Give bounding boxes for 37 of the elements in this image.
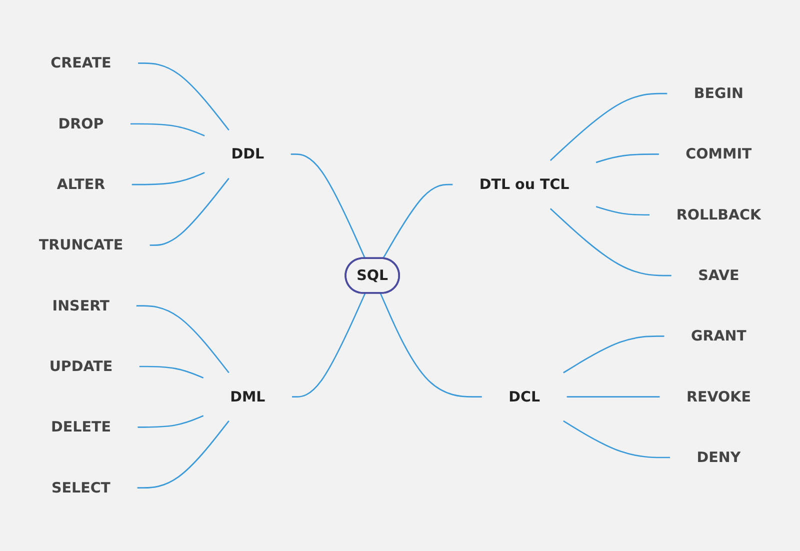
connector bbox=[290, 154, 366, 259]
node-text: ALTER bbox=[56, 176, 106, 193]
connector bbox=[596, 206, 650, 216]
connector bbox=[563, 420, 670, 458]
node-text: DML bbox=[230, 388, 266, 405]
node-text: DROP bbox=[58, 114, 104, 132]
node-text: INSERT bbox=[52, 296, 110, 314]
connector bbox=[136, 305, 230, 374]
node-text: SAVE bbox=[698, 266, 740, 284]
node-text: COMMIT bbox=[686, 145, 752, 162]
node-text: DELETE bbox=[51, 418, 111, 436]
node-text: REVOKE bbox=[686, 388, 751, 405]
connector bbox=[596, 154, 659, 164]
connector bbox=[132, 172, 205, 186]
node-text: TRUNCATE bbox=[38, 236, 124, 254]
node-text: CREATE bbox=[50, 54, 112, 72]
node-text: BEGIN bbox=[694, 84, 744, 102]
connector bbox=[382, 184, 453, 259]
node-text: SELECT bbox=[51, 478, 111, 496]
connector bbox=[138, 62, 230, 130]
node-text: UPDATE bbox=[49, 358, 113, 375]
connector bbox=[566, 396, 660, 398]
node-text: GRANT bbox=[690, 327, 746, 344]
connector bbox=[380, 293, 482, 398]
connector bbox=[550, 92, 668, 161]
connector bbox=[550, 208, 672, 276]
connector bbox=[137, 420, 230, 488]
connector bbox=[563, 335, 664, 374]
node-text: DENY bbox=[696, 448, 741, 466]
connector bbox=[292, 293, 366, 398]
connector bbox=[150, 178, 230, 246]
connector bbox=[138, 415, 204, 428]
connector bbox=[130, 123, 205, 136]
connector bbox=[139, 366, 204, 379]
node-text: DTL ou TCL bbox=[479, 176, 570, 193]
node-text: DDL bbox=[231, 145, 264, 162]
node-text: DCL bbox=[508, 388, 540, 405]
